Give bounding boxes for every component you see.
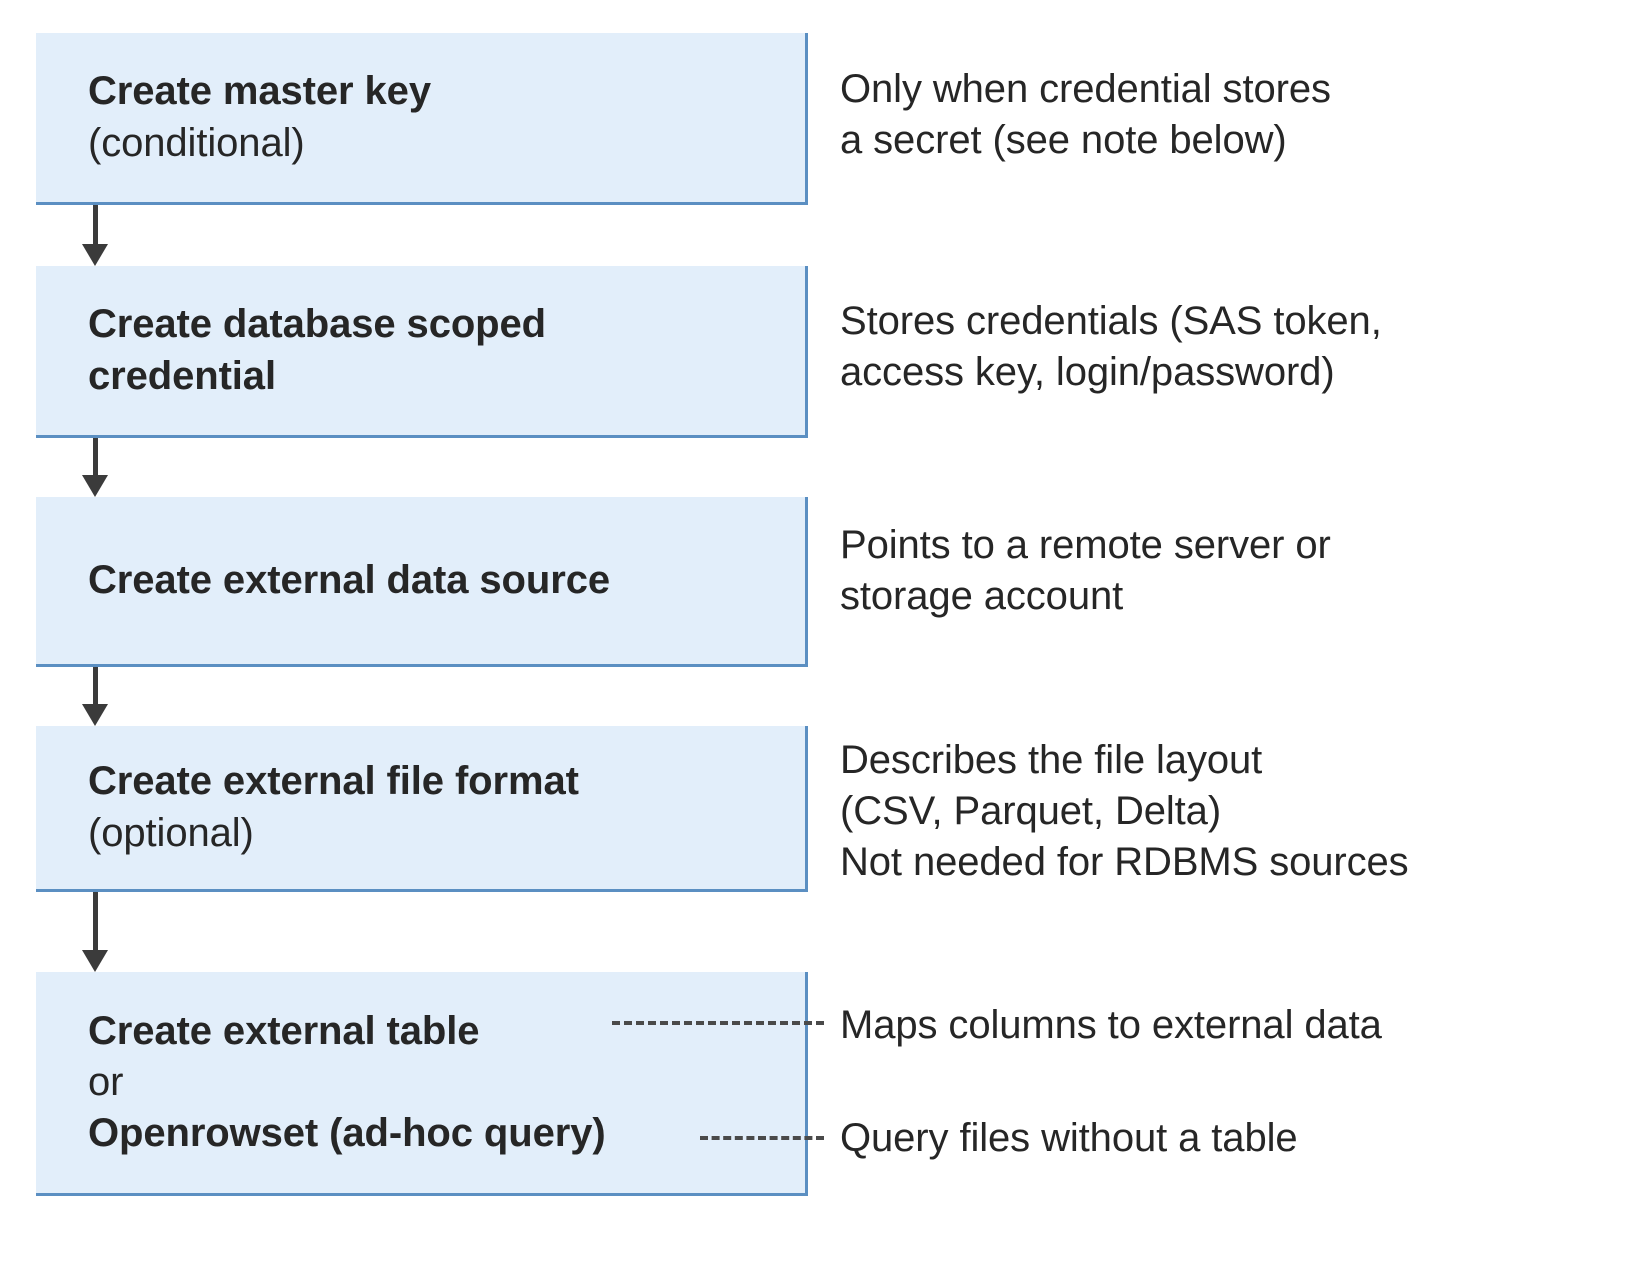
node-sublabel-line: (optional) xyxy=(88,810,254,855)
node-label-line: Create external data source xyxy=(88,557,610,602)
node-label-line: Create external table xyxy=(88,1008,480,1053)
node-label-group: Create external file format (optional) xyxy=(36,756,805,858)
node-label-line: credential xyxy=(88,353,276,398)
annotation-line: Query files without a table xyxy=(840,1116,1298,1160)
arrow-stem xyxy=(93,205,98,246)
annotation-line: Only when credential stores xyxy=(840,67,1331,111)
dashed-connector-external-table xyxy=(612,1021,824,1025)
annotation-line: access key, login/password) xyxy=(840,350,1335,395)
node-label-group: Create database scoped credential xyxy=(36,299,805,401)
dashed-connector-openrowset xyxy=(700,1136,824,1140)
node-label-line: Create external file format xyxy=(88,759,579,804)
arrow-down-icon xyxy=(82,667,108,726)
flow-node-create-external-file-format[interactable]: Create external file format (optional) xyxy=(36,726,808,892)
arrow-down-icon xyxy=(82,892,108,972)
annotation-line: a secret (see note below) xyxy=(840,118,1287,163)
arrow-head xyxy=(82,704,108,726)
flow-node-create-external-table-or-openrowset[interactable]: Create external table or Openrowset (ad-… xyxy=(36,972,808,1196)
annotation-create-external-data-source: Points to a remote server or storage acc… xyxy=(840,520,1630,622)
annotation-line: Maps columns to external data xyxy=(840,1003,1382,1047)
annotation-create-database-scoped-credential: Stores credentials (SAS token, access ke… xyxy=(840,296,1630,398)
annotation-line: Points to a remote server or xyxy=(840,523,1331,567)
node-label-group: Create master key (conditional) xyxy=(36,66,805,168)
annotation-query-files: Query files without a table xyxy=(840,1113,1630,1164)
annotation-line: Describes the file layout xyxy=(840,738,1263,782)
flow-node-create-external-data-source[interactable]: Create external data source xyxy=(36,497,808,667)
arrow-stem xyxy=(93,892,98,952)
annotation-maps-columns: Maps columns to external data xyxy=(840,1000,1630,1051)
node-label-group: Create external data source xyxy=(36,555,805,606)
annotation-create-master-key: Only when credential stores a secret (se… xyxy=(840,64,1630,166)
flow-node-create-master-key[interactable]: Create master key (conditional) xyxy=(36,33,808,205)
arrow-head xyxy=(82,950,108,972)
arrow-head xyxy=(82,244,108,266)
node-label-group: Create external table or Openrowset (ad-… xyxy=(36,1006,805,1160)
node-label-line: Create master key xyxy=(88,69,431,114)
arrow-stem xyxy=(93,438,98,477)
node-label-line: Create database scoped xyxy=(88,302,546,347)
annotation-line: (CSV, Parquet, Delta) xyxy=(840,789,1222,834)
node-sublabel-line: (conditional) xyxy=(88,120,305,165)
node-label-line: Openrowset (ad-hoc query) xyxy=(88,1111,606,1156)
flow-node-create-database-scoped-credential[interactable]: Create database scoped credential xyxy=(36,266,808,438)
arrow-down-icon xyxy=(82,438,108,497)
arrow-head xyxy=(82,475,108,497)
arrow-down-icon xyxy=(82,205,108,266)
annotation-line: Stores credentials (SAS token, xyxy=(840,299,1382,343)
annotation-create-external-file-format: Describes the file layout (CSV, Parquet,… xyxy=(840,735,1630,889)
annotation-line: Not needed for RDBMS sources xyxy=(840,840,1409,885)
arrow-stem xyxy=(93,667,98,706)
node-label-or: or xyxy=(88,1059,124,1104)
annotation-line: storage account xyxy=(840,574,1124,619)
